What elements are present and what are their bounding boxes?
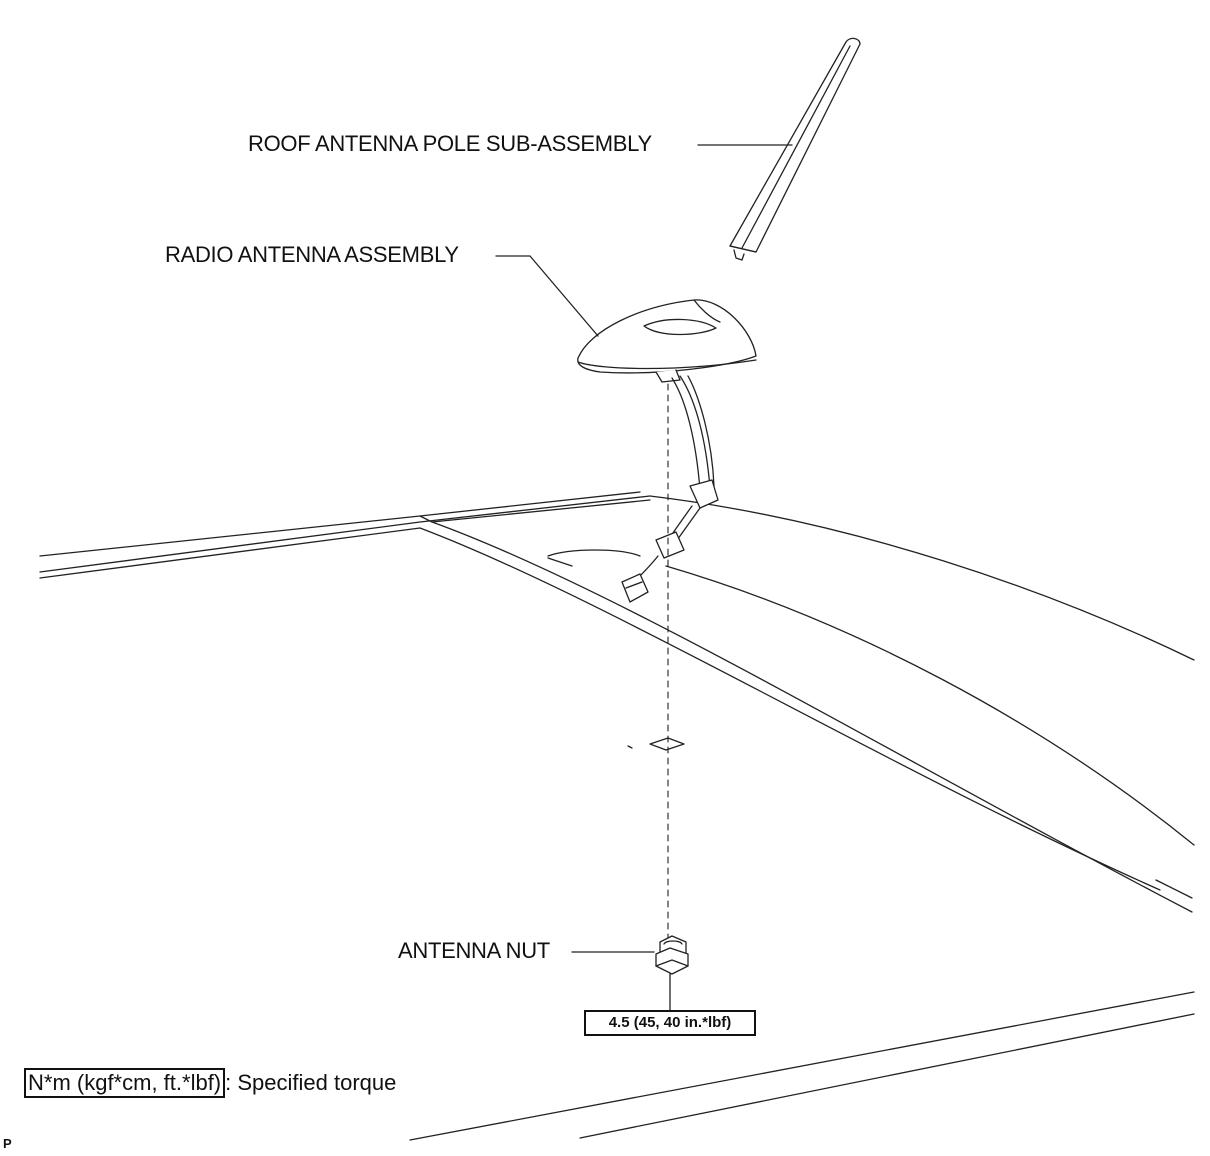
antenna-pole [729,37,861,261]
torque-legend: N*m (kgf*cm, ft.*lbf): Specified torque [24,1068,396,1098]
torque-spec-box: 4.5 (45, 40 in.*lbf) [584,1010,756,1036]
corner-mark: P [3,1136,12,1151]
label-antenna-nut: ANTENNA NUT [398,938,550,963]
legend-description: : Specified torque [225,1070,397,1095]
antenna-cable [621,375,719,603]
radio-antenna-body [577,299,757,383]
label-roof-antenna-pole: ROOF ANTENNA POLE SUB-ASSEMBLY [248,131,652,156]
leader-line-radio [495,255,599,337]
legend-unit-box: N*m (kgf*cm, ft.*lbf) [24,1068,226,1098]
label-radio-antenna-assembly: RADIO ANTENNA ASSEMBLY [165,242,459,267]
antenna-nut [655,935,689,975]
roof-panel-outline [39,491,1195,1141]
